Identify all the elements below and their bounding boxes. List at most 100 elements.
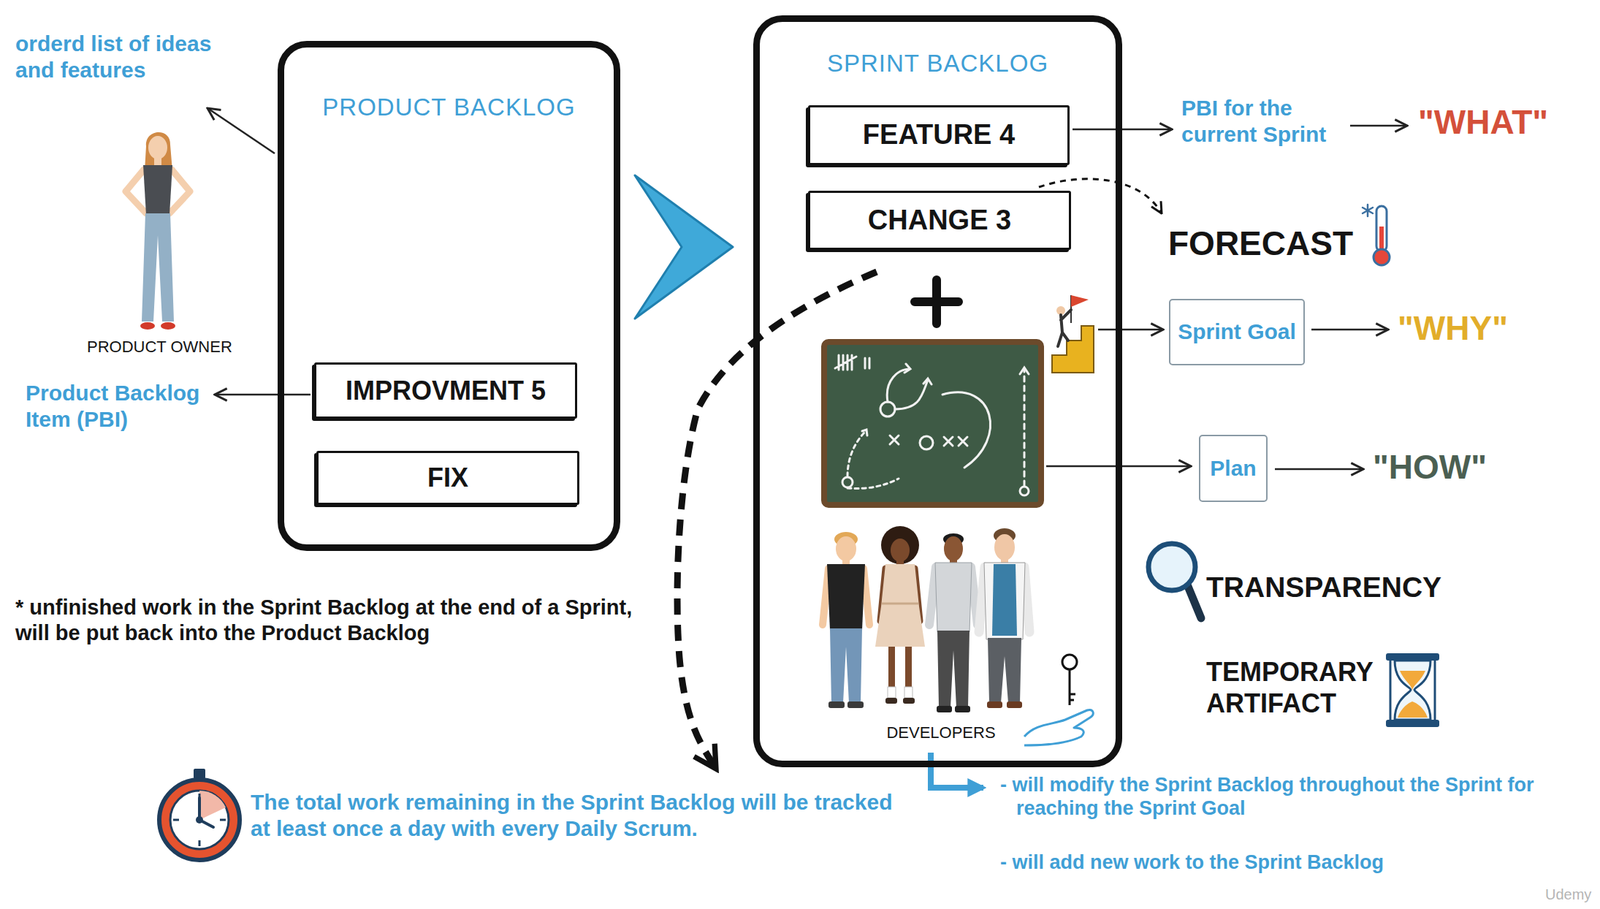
temporary-hourglass-icon-part [1385, 719, 1440, 727]
developers-figures-part [828, 701, 845, 708]
callout-text: orderd list of ideas and features [15, 30, 235, 84]
plus-sign [914, 279, 959, 324]
plan-chalkboard-part-part [958, 436, 968, 446]
plan-chalkboard-part-part [842, 477, 853, 488]
temporary-hourglass-icon-part [1399, 670, 1426, 690]
stopwatch-icon-part [195, 816, 204, 824]
keyword-label: "HOW" [1372, 447, 1487, 488]
property-label: TEMPORARY ARTIFACT [1206, 656, 1386, 719]
backlog-panel: PRODUCT BACKLOGIMPROVMENT 5FIX [277, 40, 621, 551]
sprint-goal-icon-part [1057, 309, 1072, 347]
leader-arrows-part [1274, 468, 1364, 471]
developers-figures-part [888, 646, 895, 698]
box-label: Sprint Goal [1177, 319, 1297, 345]
callout-text: PBI for the current Sprint [1181, 94, 1350, 148]
temporary-hourglass-icon-part [1397, 701, 1428, 718]
developers-figures-part [885, 697, 898, 704]
plan-chalkboard-part-part [889, 435, 899, 445]
developers-figures-part [936, 705, 952, 713]
keyword-label: "WHAT" [1418, 102, 1549, 143]
forecast-thermometer-icon-part [1373, 249, 1390, 266]
plan-chalkboard-part-part [886, 368, 910, 402]
developers-figures-part [1006, 701, 1023, 708]
plan-chalkboard-part-part [847, 431, 866, 477]
product-owner-figure-part [160, 322, 176, 330]
product-owner-figure-part [148, 135, 168, 160]
developers-figures [822, 526, 1030, 713]
plan-chalkboard-part-part [1019, 367, 1029, 375]
forecast-thermometer-icon [1362, 204, 1390, 266]
product-owner-figure-part [141, 213, 174, 322]
plan-chalkboard [824, 341, 1042, 505]
developers-figures-part [935, 562, 972, 632]
backlog-item-box: FEATURE 4 [808, 105, 1070, 166]
stopwatch-icon-part [170, 790, 229, 849]
plan-chalkboard-part-part [847, 478, 899, 489]
plan-chalkboard-part-part [835, 355, 857, 370]
box-label: Plan [1209, 455, 1256, 482]
developers-figures-part [847, 701, 864, 708]
developers-figures-part [835, 536, 857, 562]
plan-chalkboard-part-part [904, 363, 911, 373]
developers-figures-part [937, 630, 970, 708]
watermark: Udemy [1545, 885, 1592, 904]
developers-figures-part [881, 526, 920, 565]
developer-note: - will add new work to the Sprint Backlo… [1000, 850, 1589, 874]
developers-figures-part [992, 564, 1017, 636]
leader-arrows-part [1350, 124, 1408, 128]
keyword-label: "WHY" [1397, 308, 1508, 349]
developers-figures-part [827, 564, 866, 630]
leader-arrows-part [214, 393, 311, 396]
stopwatch-icon-part [193, 768, 206, 779]
product-owner-figure-part [140, 322, 155, 330]
sprint-goal-icon [1052, 295, 1094, 373]
stopwatch-icon-part [173, 793, 226, 847]
backlog-panel: SPRINT BACKLOG FEATURE 4 CHANGE 3 [753, 15, 1123, 768]
transparency-magnifier-icon [1148, 543, 1202, 619]
ownership-key-icon-part [1069, 669, 1076, 706]
role-label: DEVELOPERS [867, 723, 1015, 743]
leader-arrows-part [207, 108, 275, 154]
plan-chalkboard-part-part [943, 436, 953, 446]
box-label: FIX [427, 462, 469, 493]
product-owner-figure-part [143, 165, 173, 215]
product-owner-figure [125, 132, 190, 330]
developers-figures-part [875, 564, 925, 647]
ownership-key-icon-part [1062, 654, 1077, 670]
developers-arrow [930, 752, 984, 788]
developers-figures-part [829, 628, 863, 703]
plan-chalkboard-part-part [862, 429, 868, 436]
role-label: PRODUCT OWNER [86, 337, 233, 357]
box-label: FEATURE 4 [862, 119, 1015, 152]
ownership-key-icon [1024, 654, 1093, 746]
plan-chalkboard-part-part [923, 378, 932, 385]
developers-figures-part [904, 686, 913, 698]
developers-figures-part [903, 697, 915, 704]
temporary-hourglass-icon [1385, 653, 1440, 727]
plan-chalkboard-part-part [942, 392, 991, 468]
developers-figures-part [987, 637, 1022, 703]
developer-note: - will modify the Sprint Backlog through… [1000, 772, 1589, 821]
footnote-text: * unfinished work in the Sprint Backlog … [15, 594, 651, 646]
stopwatch-icon [159, 768, 240, 860]
panel-title: SPRINT BACKLOG [827, 49, 1049, 78]
plan-chalkboard-part-part [1019, 486, 1029, 496]
leader-arrows-part [1098, 328, 1164, 331]
leader-arrows [207, 108, 1408, 470]
temporary-hourglass-icon-part [1390, 660, 1435, 720]
box-label: CHANGE 3 [867, 204, 1012, 237]
plan-box: Plan [1198, 434, 1268, 502]
plan-chalkboard-part-part [865, 357, 870, 369]
sprint-goal-icon-part [1052, 325, 1094, 373]
backlog-item-box: FIX [316, 450, 580, 505]
stopwatch-icon-part [199, 790, 226, 820]
box-label: IMPROVMENT 5 [345, 375, 546, 406]
leader-arrows-part [1311, 328, 1389, 331]
leader-arrows-part [1072, 128, 1172, 131]
plan-chalkboard-part [824, 341, 1042, 505]
developers-figures-part [987, 701, 1003, 708]
